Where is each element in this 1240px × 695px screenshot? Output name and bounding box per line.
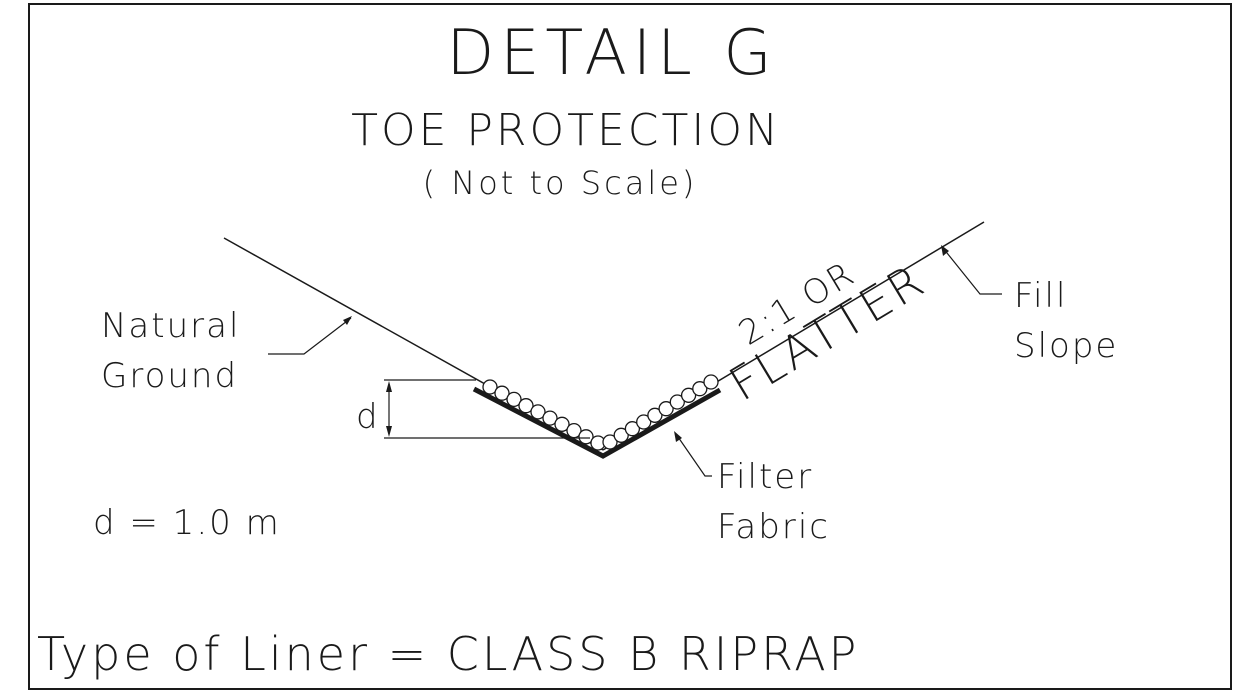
drawing-border [28,3,1232,690]
fill-slope-leader-arrow [941,245,949,256]
natural-ground-label-line1: Natural [101,306,240,346]
riprap-stone [506,391,522,408]
fill-slope-leader [942,247,1002,295]
riprap-stone [530,404,546,420]
riprap-stone [636,414,652,430]
riprap-stone [703,374,719,390]
fill-slope-label-line1: Fill [1014,276,1067,316]
detail-title: DETAIL G [447,16,778,89]
riprap-stone [669,394,685,410]
depth-value-note: d = 1.0 m [93,503,281,543]
natural-ground-leader-arrow [343,316,352,325]
depth-symbol: d [356,397,380,437]
riprap-stone [602,434,618,450]
riprap-stone [518,398,534,414]
filter-fabric-line [472,386,722,459]
filter-fabric-label-line1: Filter [717,457,813,497]
fill-slope-label-line2: Slope [1014,326,1118,366]
natural-ground-label-line2: Ground [101,356,238,396]
depth-dimension: d [356,379,590,439]
detail-subtitle: TOE PROTECTION [351,105,781,156]
riprap-stone [680,387,697,403]
riprap-stone [542,410,558,426]
scale-note: ( Not to Scale) [423,164,698,202]
riprap-stone [613,427,629,443]
filter-fabric-leader [675,433,712,477]
riprap-stone [658,401,674,417]
liner-type-note: Type of Liner = CLASS B RIPRAP [37,627,859,681]
riprap-stone [554,416,570,432]
riprap-stone [578,429,594,445]
riprap-stone [647,407,663,423]
natural-ground-leader [268,317,352,355]
riprap-stone [692,381,708,397]
filter-fabric-label-line2: Fabric [717,507,830,547]
riprap-stone [494,385,510,401]
riprap-stone [624,421,641,437]
riprap-stones [482,374,719,451]
riprap-stone [482,379,498,395]
filter-fabric-leader-arrow [674,431,682,442]
